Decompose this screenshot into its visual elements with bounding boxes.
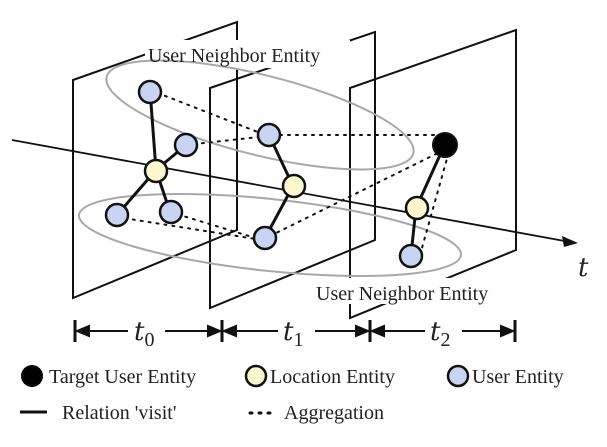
aggregation-lines — [116, 89, 449, 256]
legend-location-icon — [244, 364, 268, 388]
t0-label: t0 — [134, 317, 154, 351]
top-neighbor-label: User Neighbor Entity — [148, 45, 320, 67]
plane-t2 — [349, 28, 517, 320]
legend-aggregation-label: Aggregation — [284, 402, 384, 424]
top-neighbor-ellipse — [105, 59, 415, 171]
legend-target-icon — [21, 365, 43, 387]
user-node — [252, 225, 278, 251]
bottom-neighbor-label: User Neighbor Entity — [316, 283, 488, 305]
location-node — [404, 195, 430, 221]
legend-target-label: Target User Entity — [49, 366, 196, 388]
user-node — [256, 122, 282, 148]
legend-location-label: Location Entity — [270, 366, 395, 388]
target-user-node — [432, 132, 458, 158]
time-axis-label: t — [578, 253, 589, 283]
legend-user-label: User Entity — [472, 366, 564, 388]
user-node — [137, 79, 163, 105]
legend-relation-label: Relation 'visit' — [62, 402, 176, 424]
interval-brackets — [73, 320, 517, 342]
user-node — [398, 243, 424, 269]
location-node — [143, 158, 169, 184]
user-node — [104, 202, 130, 228]
legend-user-icon — [446, 364, 470, 388]
user-node — [173, 132, 199, 158]
t2-label: t2 — [430, 317, 450, 351]
location-node — [281, 173, 307, 199]
time-axis-arrowhead — [562, 236, 578, 247]
bottom-neighbor-ellipse — [78, 192, 462, 278]
t1-label: t1 — [283, 317, 303, 351]
user-node — [158, 199, 184, 225]
